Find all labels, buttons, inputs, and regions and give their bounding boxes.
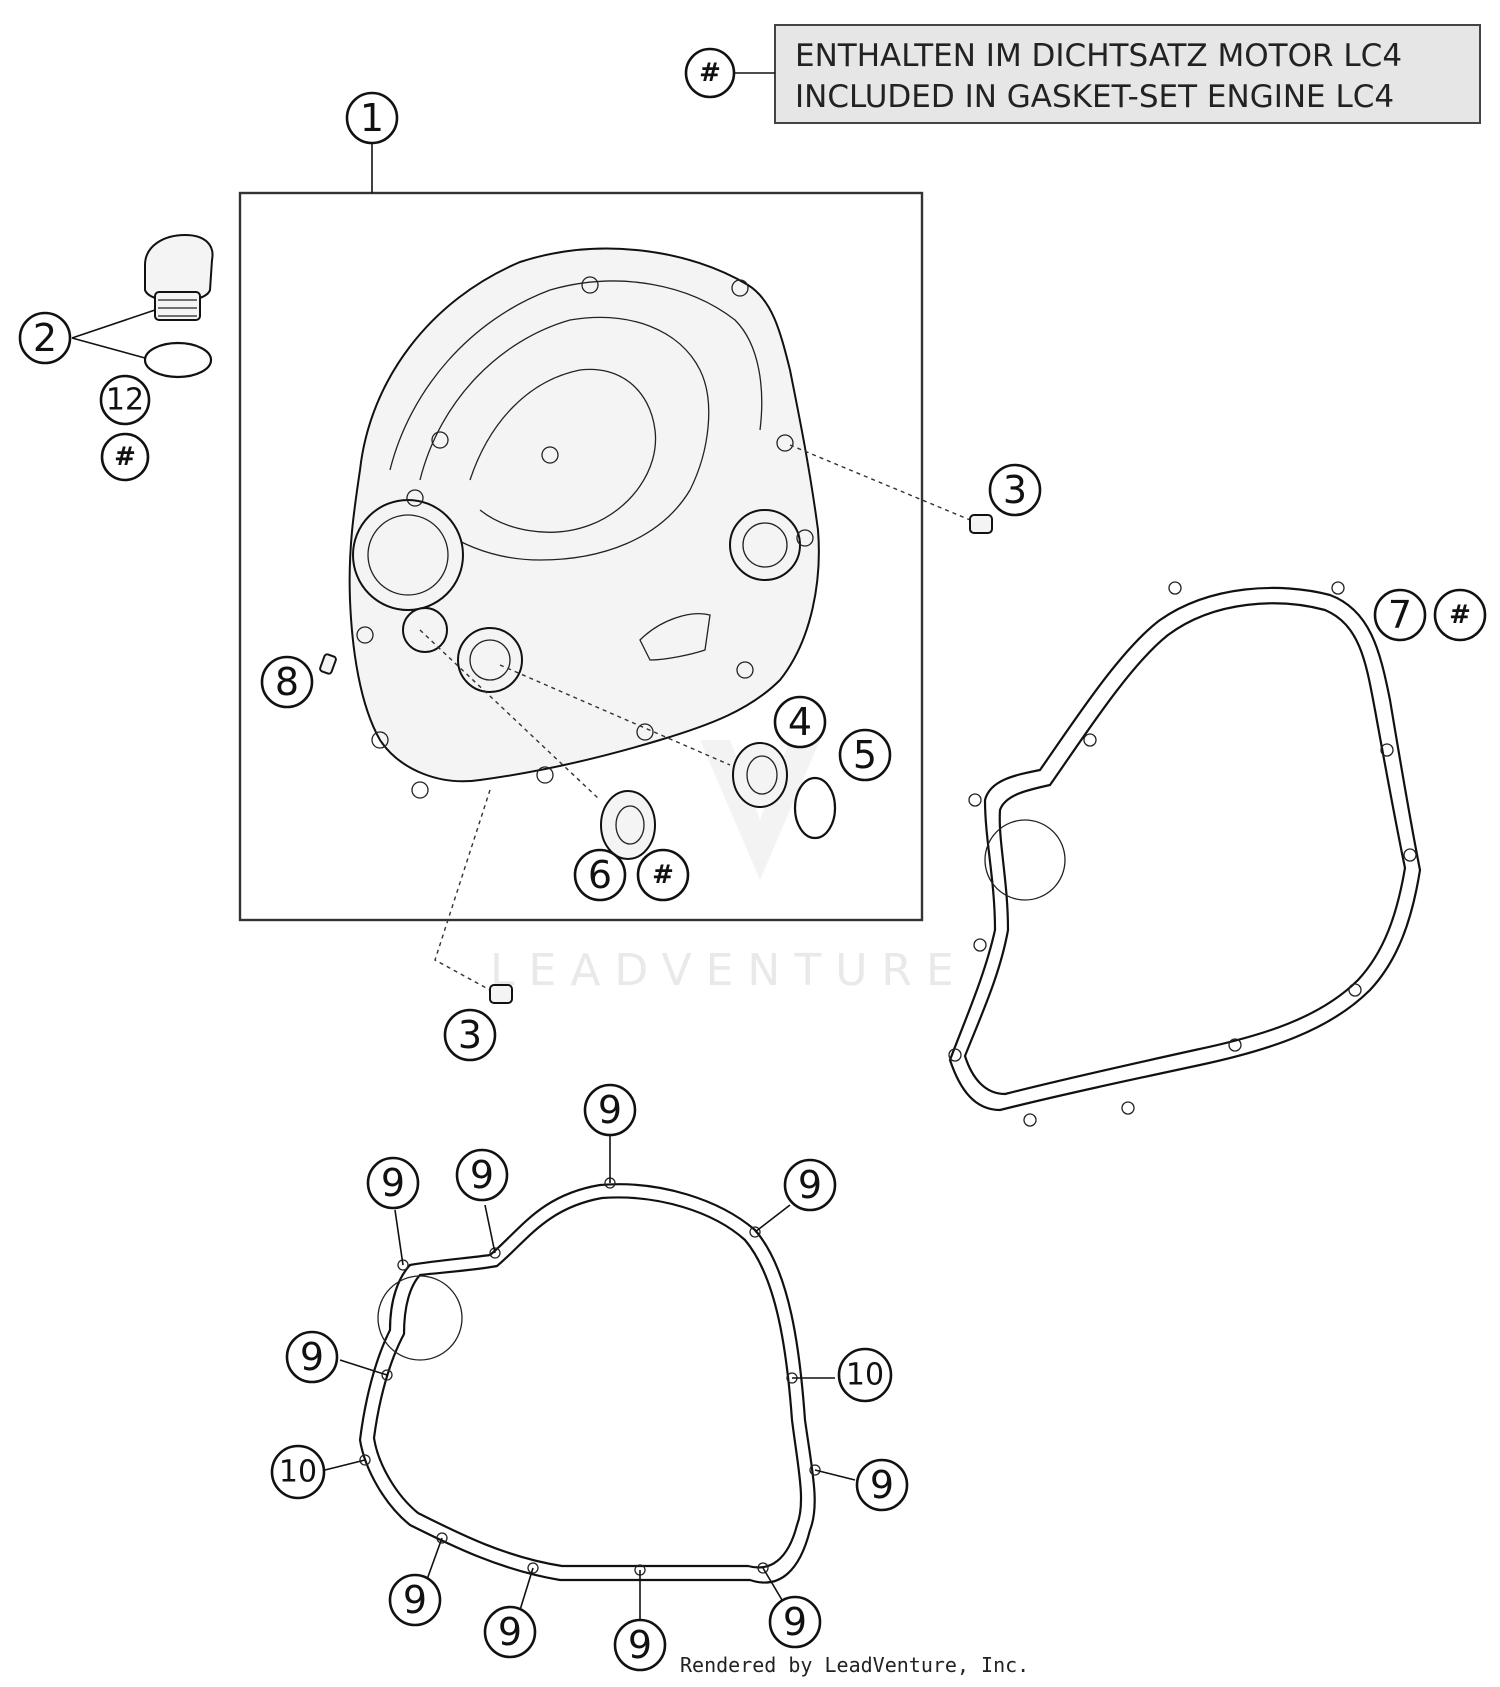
note-symbol-circle — [684, 47, 736, 99]
credit-text: Rendered by LeadVenture, Inc. — [680, 1653, 1029, 1677]
callout-10-b-circle — [270, 1444, 326, 1500]
callout-12: 12 — [106, 383, 144, 418]
callout-7-hash-circle — [1433, 588, 1487, 642]
clutch-cover-drawing — [348, 247, 820, 799]
callout-12-hash: # — [114, 442, 136, 472]
dowel-3-bottom — [489, 984, 513, 1004]
callout-1: 1 — [360, 96, 384, 140]
leader-2b — [71, 337, 146, 359]
note-box — [774, 24, 1481, 124]
callout-9-i: 9 — [628, 1623, 652, 1667]
callout-9-c: 9 — [470, 1153, 494, 1197]
o-ring-12 — [143, 341, 213, 379]
callout-4-circle — [773, 695, 827, 749]
leader-9-f — [814, 1469, 856, 1481]
oil-filler-plug — [143, 233, 214, 379]
callout-9-c-circle — [455, 1148, 509, 1202]
callout-12-circle — [99, 374, 151, 426]
callout-5-circle — [838, 728, 892, 782]
callout-8: 8 — [275, 660, 299, 704]
callout-1-circle — [345, 91, 399, 145]
callout-3-top-circle — [988, 463, 1042, 517]
callout-2: 2 — [33, 316, 57, 360]
callout-6-hash-circle — [636, 848, 690, 902]
callout-9-e-circle — [285, 1330, 339, 1384]
leader-9-h — [519, 1567, 534, 1611]
leader-9-c — [484, 1204, 496, 1254]
callout-9-h: 9 — [498, 1610, 522, 1654]
leader-3-bottom — [434, 789, 491, 991]
assembly-frame-clutch-cover — [238, 191, 924, 922]
callout-6-hash: # — [652, 860, 674, 890]
callout-9-j: 9 — [783, 1600, 807, 1644]
gasket-bottom — [358, 1177, 821, 1584]
callout-9-e: 9 — [300, 1335, 324, 1379]
leader-9-e — [339, 1359, 388, 1376]
screw-8 — [319, 653, 337, 675]
leader-9-b — [394, 1209, 404, 1266]
callout-3-top: 3 — [1003, 468, 1027, 512]
leader-4 — [499, 664, 731, 766]
callout-9-h-circle — [483, 1605, 537, 1659]
shaft-seal-6 — [600, 790, 656, 860]
leader-9-d — [754, 1204, 791, 1233]
o-ring-5 — [793, 776, 837, 840]
callout-10-a-circle — [837, 1347, 893, 1403]
callout-6-circle — [573, 848, 627, 902]
callout-4: 4 — [788, 700, 812, 744]
dowel-3-top — [969, 514, 993, 534]
callout-9-b-circle — [366, 1156, 420, 1210]
note-line-german: ENTHALTEN IM DICHTSATZ MOTOR LC4 — [795, 38, 1402, 74]
callout-7: 7 — [1388, 593, 1412, 637]
callout-9-d: 9 — [798, 1163, 822, 1207]
callout-10-b: 10 — [279, 1455, 317, 1490]
callout-9-f: 9 — [870, 1463, 894, 1507]
callout-9-j-circle — [768, 1595, 822, 1649]
note-symbol: # — [699, 58, 721, 88]
watermark: LEADVENTURE — [490, 945, 968, 996]
callout-9-f-circle — [855, 1458, 909, 1512]
callout-3-bottom-circle — [443, 1008, 497, 1062]
shaft-seal-4 — [732, 742, 788, 808]
callout-9-d-circle — [783, 1158, 837, 1212]
callout-2-circle — [18, 311, 72, 365]
callout-9-g-circle — [388, 1573, 442, 1627]
leader-2a — [71, 309, 156, 339]
gasket-set-note: ENTHALTEN IM DICHTSATZ MOTOR LC4 INCLUDE… — [684, 24, 1481, 124]
leader-10-b — [324, 1459, 366, 1471]
callout-7-hash: # — [1449, 600, 1471, 630]
callout-12-hash-circle — [100, 432, 150, 482]
watermark-logo — [700, 740, 820, 880]
leader-9-j — [762, 1567, 786, 1606]
callout-8-circle — [260, 655, 314, 709]
callout-9-b: 9 — [381, 1161, 405, 1205]
callout-6: 6 — [588, 853, 612, 897]
callout-9-i-circle — [613, 1618, 667, 1672]
callout-10-a: 10 — [846, 1358, 884, 1393]
callout-9-a: 9 — [598, 1088, 622, 1132]
gasket-7 — [948, 581, 1422, 1127]
callout-3-bottom: 3 — [458, 1013, 482, 1057]
note-line-english: INCLUDED IN GASKET-SET ENGINE LC4 — [795, 79, 1394, 115]
leader-6 — [419, 629, 601, 801]
callout-5: 5 — [853, 733, 877, 777]
callout-9-a-circle — [583, 1083, 637, 1137]
leader-3-top — [789, 444, 976, 523]
callout-7-circle — [1373, 588, 1427, 642]
callout-9-g: 9 — [403, 1578, 427, 1622]
